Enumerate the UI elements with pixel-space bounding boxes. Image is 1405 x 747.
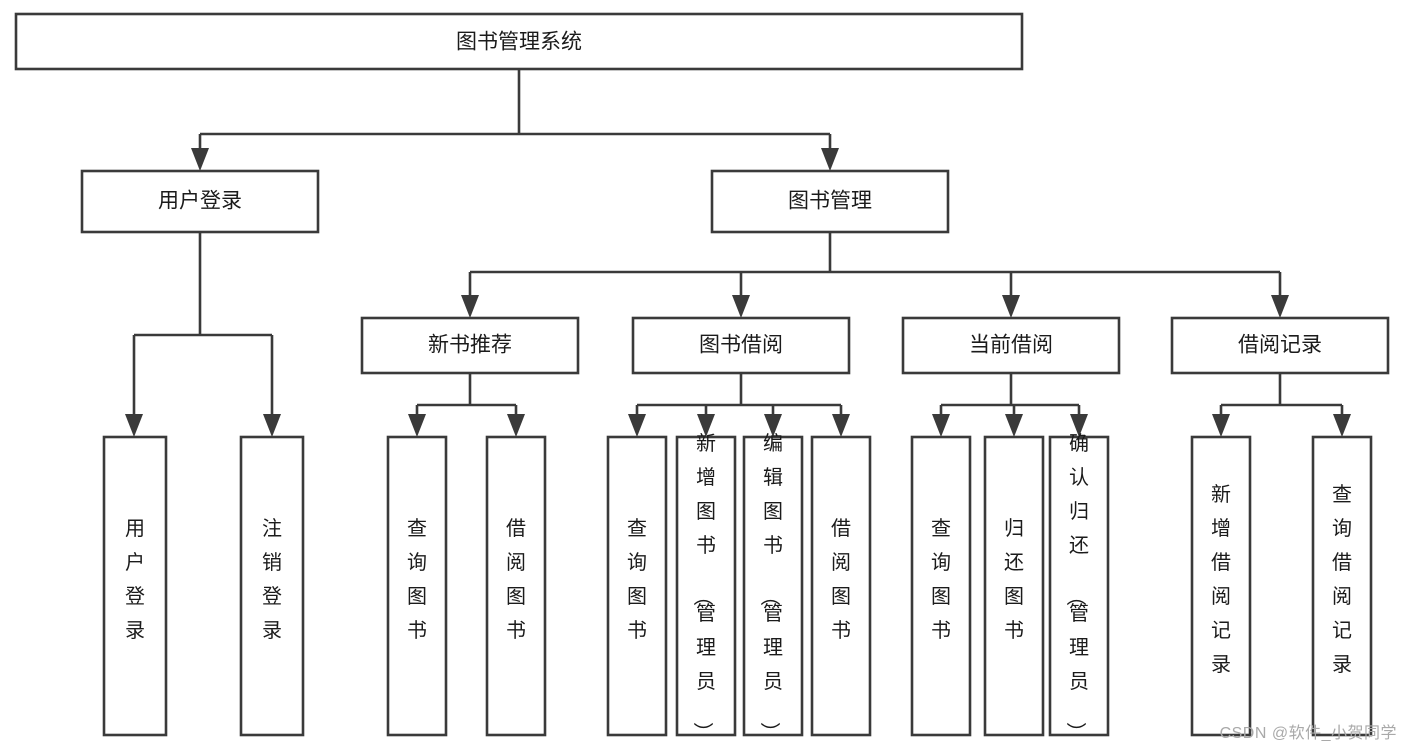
arrow-head-leaf-cur-confirm [1070,414,1088,437]
node-leaf-borrow-add-box[interactable] [675,435,737,737]
arrow-head-leaf-borrow-query [628,414,646,437]
node-leaf-user-login-label: 用户登录 [125,518,145,642]
node-leaf-borrow-do-box[interactable] [810,435,872,737]
node-leaf-rec-query[interactable] [386,435,448,737]
node-leaf-cur-confirm-label: 确认归还（管理员） [1064,432,1089,742]
node-current-borrow[interactable]: 当前借阅 [901,316,1121,375]
node-leaf-rec-search[interactable] [1311,435,1373,737]
node-root-box[interactable] [14,12,1024,71]
node-leaf-cur-confirm-box[interactable] [1048,435,1110,737]
arrow-head-leaf-rec-borrow [507,414,525,437]
node-leaf-cur-return-label: 归还图书 [1004,517,1024,642]
node-leaf-rec-add-box[interactable] [1190,435,1252,737]
node-leaf-rec-add[interactable] [1190,435,1252,737]
node-leaf-rec-search-label: 查询借阅记录 [1332,483,1352,676]
arrow-head-leaf-cur-return [1005,414,1023,437]
arrow-head-leaf-borrow-do [832,414,850,437]
node-book-manage-box[interactable] [710,169,950,234]
node-book-borrow[interactable]: 图书借阅 [631,316,851,375]
node-current-borrow-label: 当前借阅 [969,334,1053,357]
node-leaf-cur-query-label: 查询图书 [931,517,951,642]
node-borrow-record-box[interactable] [1170,316,1390,375]
arrow-head-leaf-rec-add [1212,414,1230,437]
node-leaf-cur-return[interactable] [983,435,1045,737]
node-leaf-rec-query-label: 查询图书 [407,517,427,642]
arrow-head-borrow-record [1271,295,1289,318]
arrow-head-user-login [191,148,209,171]
node-user-login[interactable]: 用户登录 [80,169,320,234]
node-leaf-borrow-add[interactable] [675,435,737,737]
node-new-book-rec[interactable]: 新书推荐 [360,316,580,375]
connector-layer [125,69,1351,437]
node-leaf-borrow-query-box[interactable] [606,435,668,737]
node-leaf-borrow-edit-label: 编辑图书（管理员） [758,432,783,742]
node-leaf-rec-add-label: 新增借阅记录 [1211,483,1231,676]
node-leaf-rec-borrow-box[interactable] [485,435,547,737]
node-leaf-rec-search-box[interactable] [1311,435,1373,737]
arrow-head-leaf-user-login [125,414,143,437]
node-leaf-user-login-box[interactable] [102,435,168,737]
node-leaf-cur-query-box[interactable] [910,435,972,737]
node-new-book-rec-label: 新书推荐 [428,334,512,357]
arrow-head-leaf-rec-search [1333,414,1351,437]
node-book-manage[interactable]: 图书管理 [710,169,950,234]
node-user-login-box[interactable] [80,169,320,234]
node-leaf-rec-query-box[interactable] [386,435,448,737]
node-leaf-rec-borrow[interactable] [485,435,547,737]
node-root-label: 图书管理系统 [456,31,582,54]
node-leaf-rec-borrow-label: 借阅图书 [506,517,526,642]
node-leaf-borrow-query-label: 查询图书 [627,517,647,642]
node-leaf-user-logout-label: 注销登录 [262,517,282,642]
arrow-head-new-book-rec [461,295,479,318]
arrow-head-leaf-cur-query [932,414,950,437]
node-root[interactable]: 图书管理系统 [14,12,1024,71]
node-leaf-cur-confirm[interactable] [1048,435,1110,737]
vertical-label-layer: 用户登录 注销登录 查询图书 借阅图书 查询图书 新增图书（管理员） 编辑图书（… [125,432,1352,742]
node-leaf-borrow-query[interactable] [606,435,668,737]
arrow-head-book-manage [821,148,839,171]
node-book-borrow-box[interactable] [631,316,851,375]
arrow-head-leaf-borrow-add [697,414,715,437]
node-leaf-borrow-edit[interactable] [742,435,804,737]
arrow-head-leaf-borrow-edit [764,414,782,437]
node-book-borrow-label: 图书借阅 [699,334,783,357]
arrow-head-current-borrow [1002,295,1020,318]
node-leaf-borrow-edit-box[interactable] [742,435,804,737]
arrow-head-book-borrow [732,295,750,318]
arrow-head-leaf-user-logout [263,414,281,437]
node-user-login-label: 用户登录 [158,190,242,213]
node-leaf-user-logout-box[interactable] [239,435,305,737]
node-leaf-borrow-do[interactable] [810,435,872,737]
node-leaf-cur-query[interactable] [910,435,972,737]
node-leaf-borrow-do-label: 借阅图书 [831,517,851,642]
node-leaf-user-logout[interactable] [239,435,305,737]
node-current-borrow-box[interactable] [901,316,1121,375]
node-borrow-record-label: 借阅记录 [1238,334,1322,357]
node-borrow-record[interactable]: 借阅记录 [1170,316,1390,375]
node-new-book-rec-box[interactable] [360,316,580,375]
node-leaf-borrow-add-label: 新增图书（管理员） [691,432,716,742]
node-leaf-user-login[interactable] [102,435,168,737]
node-leaf-cur-return-box[interactable] [983,435,1045,737]
node-book-manage-label: 图书管理 [788,190,872,213]
arrow-head-leaf-rec-query [408,414,426,437]
